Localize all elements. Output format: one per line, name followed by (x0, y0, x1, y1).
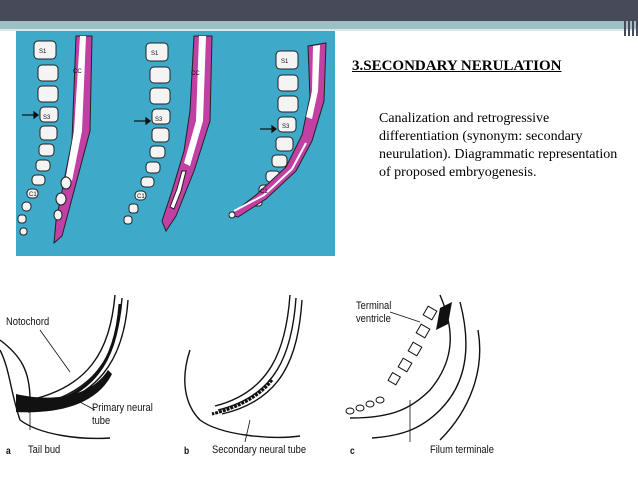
panel-letter-c: c (350, 446, 355, 457)
neural-tube-line-drawings (0, 290, 638, 460)
slide-title: 3.SECONDARY NERULATION (352, 58, 612, 75)
primary-neural-tube-label-line1: Primary neural (92, 402, 153, 414)
s1-label-stage2: S1 (151, 51, 159, 57)
s1-label-stage1: S1 (39, 49, 47, 55)
header-accent-line (0, 21, 638, 29)
secondary-neural-tube-label: Secondary neural tube (212, 444, 306, 456)
c1-label-stage3: C1 (260, 189, 268, 195)
panel-letter-a: a (6, 446, 11, 457)
c1-label-stage1: C1 (29, 192, 37, 198)
s3-label-stage1: S3 (43, 115, 51, 121)
corner-decoration (622, 0, 638, 36)
c1-label-stage2: C1 (137, 194, 145, 200)
neurulation-colored-figure: S1 S3 S1 S3 S1 S3 C1 C1 C1 CC CC (16, 31, 335, 256)
tail-bud-label: Tail bud (28, 444, 60, 456)
cc-label-stage1: CC (73, 69, 82, 75)
s1-label-stage3: S1 (281, 59, 289, 65)
terminal-ventricle-label-line1: Terminal (356, 300, 391, 312)
cc-label-stage2: CC (191, 71, 200, 77)
embryo-stages-svg: S1 S3 S1 S3 S1 S3 C1 C1 C1 CC CC (16, 31, 335, 256)
panel-letter-b: b (184, 446, 189, 457)
filum-terminale-label: Filum terminale (430, 444, 494, 456)
terminal-ventricle-label-line2: ventricle (356, 313, 391, 325)
notochord-label: Notochord (6, 316, 49, 328)
header-bar (0, 0, 638, 21)
s3-label-stage3: S3 (282, 124, 290, 130)
s3-label-stage2: S3 (155, 117, 163, 123)
primary-neural-tube-label-line2: tube (92, 415, 110, 427)
slide-description: Canalization and retrogressive different… (379, 110, 619, 182)
